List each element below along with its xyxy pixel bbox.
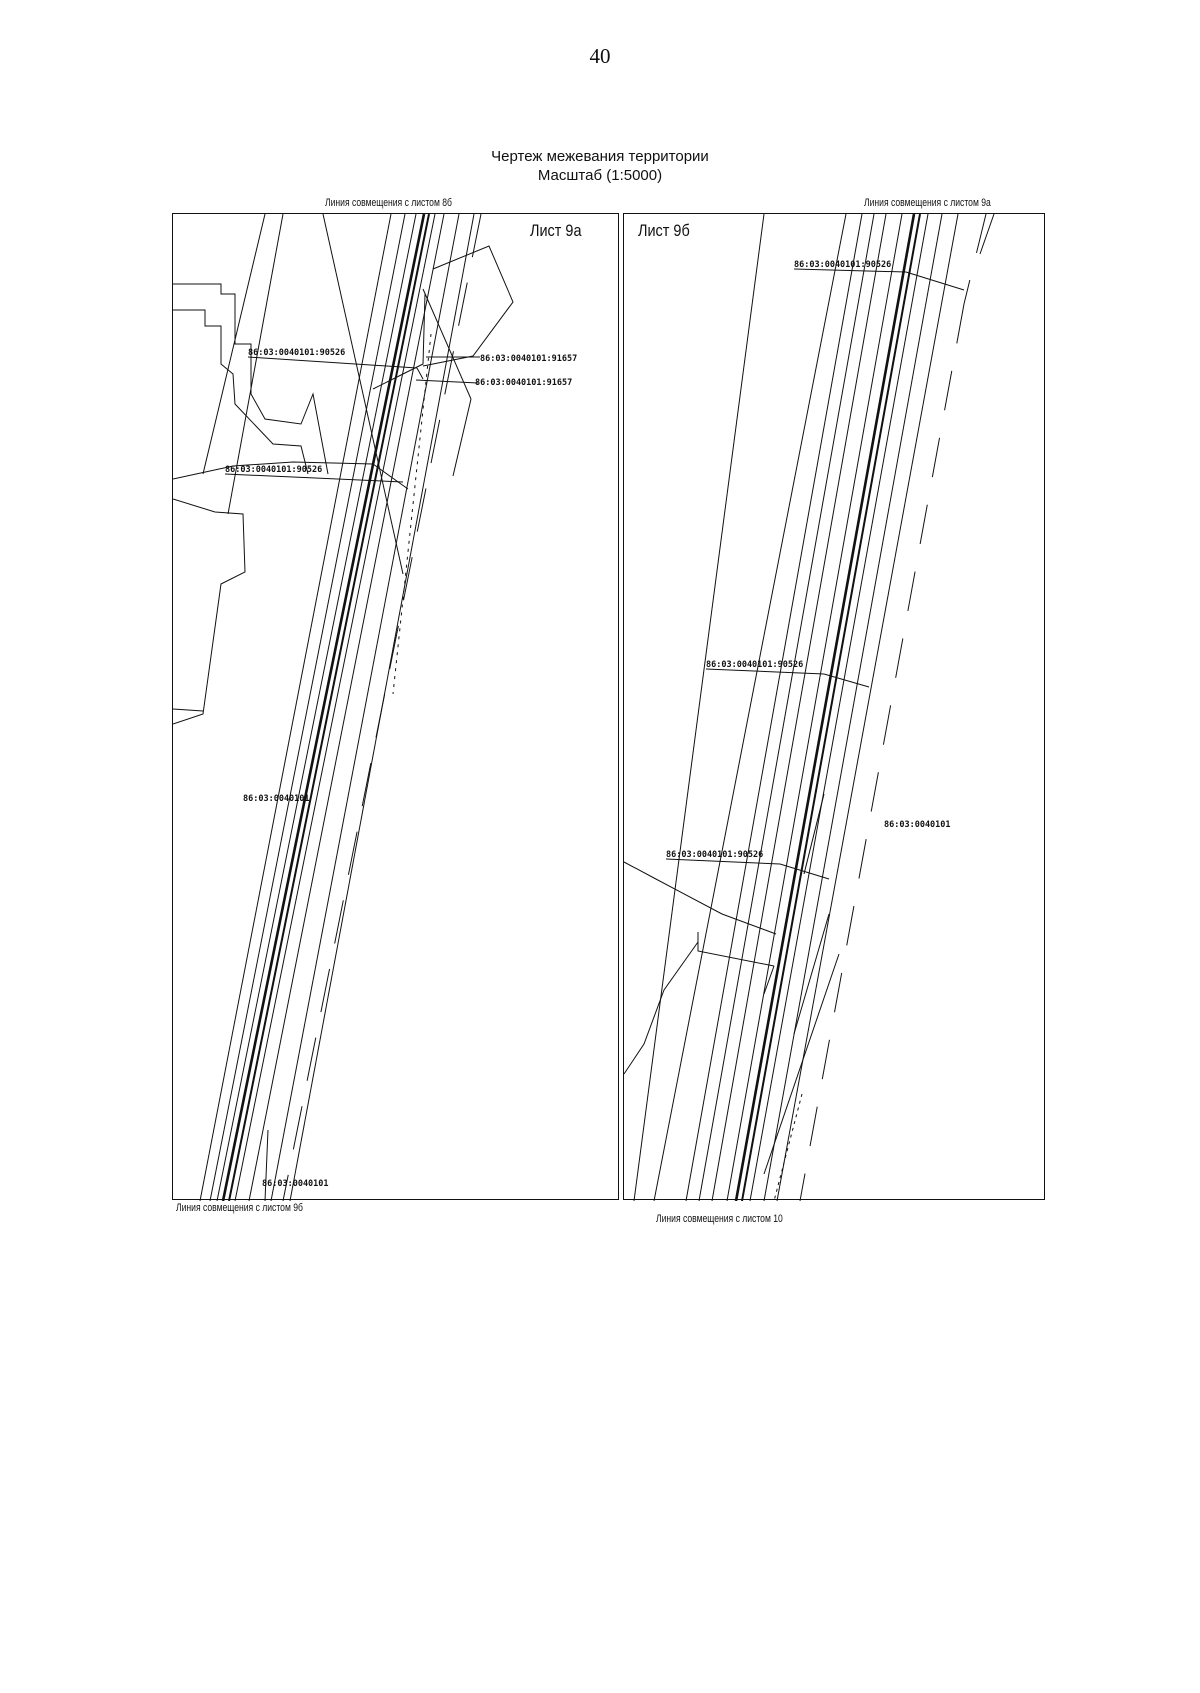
parcel-label: 86:03:0040101:91657 [475,378,572,388]
dotted-line [773,1093,803,1201]
parcel-outline [763,965,775,995]
match-line-top-right: Линия совмещения с листом 9а [864,197,991,209]
match-line-top-left: Линия совмещения с листом 8б [325,197,452,209]
match-line-bottom-left: Линия совмещения с листом 9б [176,1202,303,1214]
match-line-bottom-right: Линия совмещения с листом 10 [656,1213,783,1225]
track-line [221,214,426,1201]
parcel-label: 86:03:0040101:90526 [248,348,345,358]
parcel-outline [173,461,409,490]
leader-line [823,673,870,688]
boundary-line [803,793,825,875]
corridor-line [698,214,875,1201]
parcel-outline [422,288,472,400]
map-sheet-9a: 86:03:0040101:90526 86:03:0040101:91657 … [172,213,619,1201]
leader-line [665,858,781,865]
drawing-scale: Масштаб (1:5000) [537,167,663,184]
boundary-line [979,214,995,255]
parcel-outline [624,861,777,935]
boundary-line [322,214,404,575]
corridor-line [776,214,959,1201]
dashed-line [799,303,965,1201]
leader-line [416,367,424,380]
track-line [228,214,430,1201]
parcel-outline [173,498,246,725]
parcel-label: 86:03:0040101:90526 [666,850,763,860]
drawing-title: Чертеж межевания территории [491,148,709,165]
leader-line [779,863,830,880]
parcel-outline [422,245,514,367]
corridor-line [209,214,406,1201]
corridor-line [270,214,460,1201]
parcel-label: 86:03:0040101:90526 [225,465,322,475]
leader-line [793,268,907,273]
parcel-label: 86:03:0040101 [884,820,951,830]
corridor-line [633,214,765,1201]
parcel-outline [697,932,775,967]
corridor-line [763,214,943,1201]
sheet-label-9b: Лист 9б [638,221,690,240]
corridor-line [248,214,445,1201]
leader-line [705,668,825,675]
sheet-label-9a: Лист 9а [530,221,582,240]
parcel-outline [452,398,472,477]
dashed-line [963,214,987,305]
dashed-line [282,214,482,1201]
sheet-9b-drawing: 86:03:0040101:90526 86:03:0040101:90526 … [624,214,995,1201]
map-sheet-9b: 86:03:0040101:90526 86:03:0040101:90526 … [623,213,1045,1201]
boundary-line [202,214,266,475]
leader-line [415,379,479,384]
parcel-label: 86:03:0040101 [262,1179,329,1189]
track-line [734,214,916,1201]
parcel-outline [173,708,204,712]
parcel-label: 86:03:0040101:91657 [480,354,577,364]
sheet-9a-drawing: 86:03:0040101:90526 86:03:0040101:91657 … [173,214,577,1201]
corridor-line [749,214,929,1201]
leader-line [224,473,404,483]
leader-line [264,1129,269,1201]
parcel-outline [173,283,329,475]
corridor-line [234,214,436,1201]
track-line [741,214,921,1201]
leader-line [905,271,965,291]
page-number: 40 [589,44,611,68]
parcel-outline [173,309,309,475]
parcel-outline [372,293,426,390]
parcel-outline [624,941,699,1075]
parcel-label: 86:03:0040101 [243,794,310,804]
corridor-line [199,214,392,1201]
parcel-label: 86:03:0040101:90526 [794,260,891,270]
corridor-line [726,214,903,1201]
corridor-line [653,214,847,1201]
boundary-line [763,953,840,1175]
dotted-line [392,333,432,695]
leader-line [247,356,418,369]
corridor-line [711,214,887,1201]
corridor-line [685,214,863,1201]
corridor-line [216,214,417,1201]
boundary-line [793,913,830,1035]
boundary-line [227,214,284,515]
parcel-label: 86:03:0040101:90526 [706,660,803,670]
